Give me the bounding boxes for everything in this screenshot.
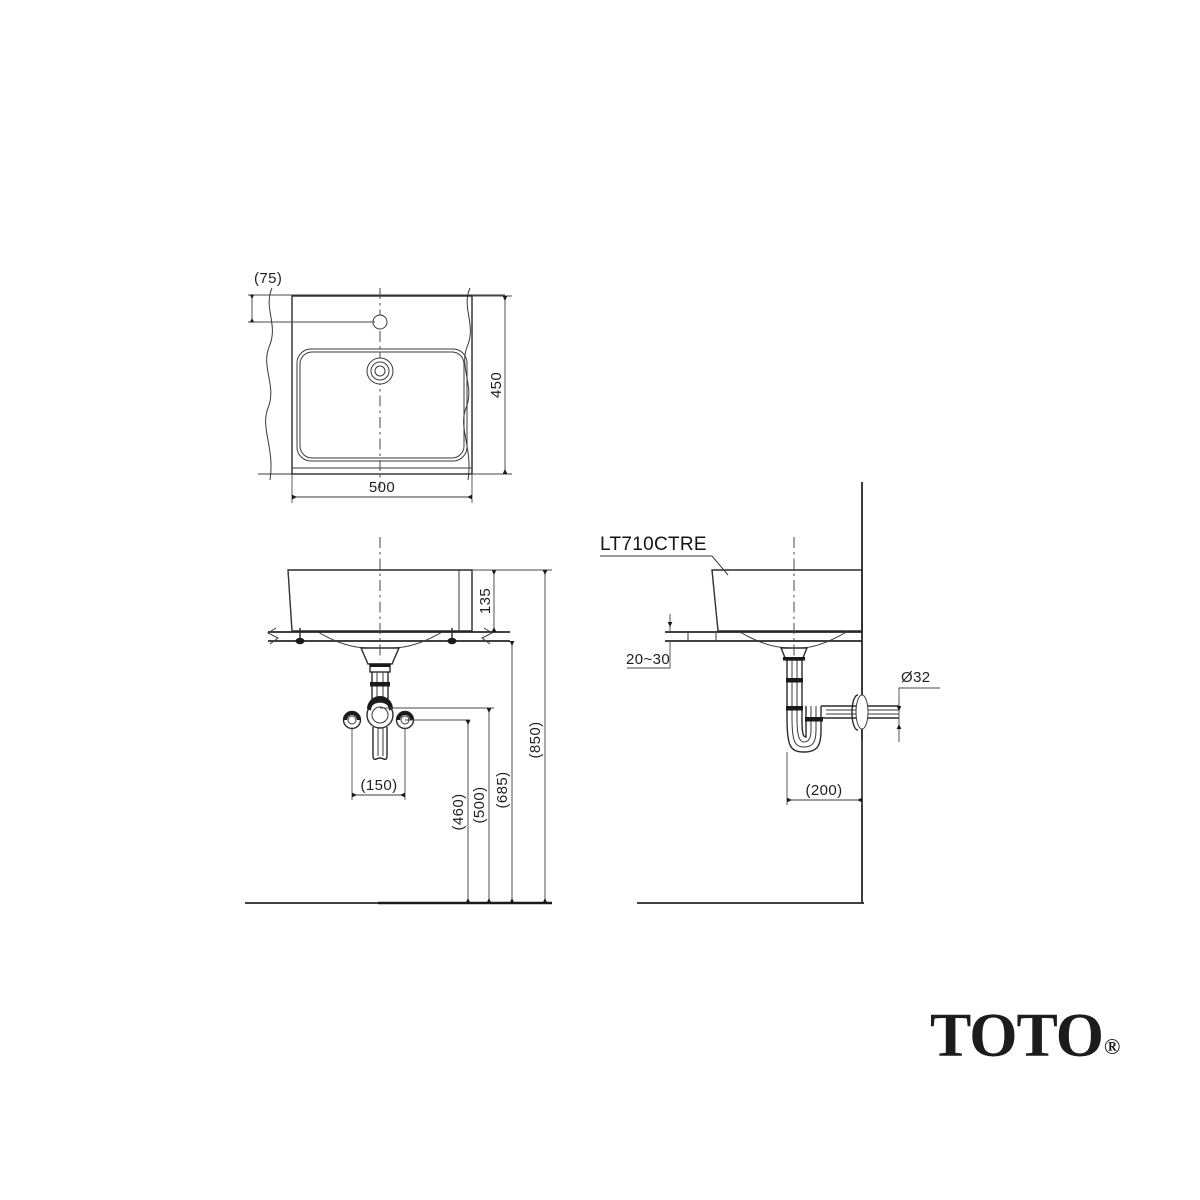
front-sink-body-outline — [287, 569, 473, 632]
dim200-arrow-left — [787, 797, 792, 803]
product-model-label: LT710CTRE — [600, 534, 707, 555]
brand-title-block: TOTO® — [930, 1005, 1120, 1085]
side-drain-coupling-1 — [786, 678, 803, 683]
dim-waste-diameter-label: Ø32 — [901, 669, 931, 686]
side-ptrap-outer — [786, 706, 822, 753]
dim460-arrow-top — [465, 720, 471, 725]
side-ptrap-mid-1 — [791, 706, 817, 748]
front-supply-valve-left-band — [343, 711, 361, 720]
dim135-arrow-top — [491, 570, 497, 575]
dim150-arrow-left — [352, 792, 357, 798]
break-line-left — [265, 287, 273, 481]
dim500-arrow-right — [467, 494, 472, 500]
dim32-arrow-down — [896, 724, 902, 729]
side-drain-funnel-band — [783, 657, 805, 661]
dim200-arrow-right — [857, 797, 862, 803]
dim-supply-valve-height-label: (460) — [450, 793, 467, 830]
dim450-arrow-top — [502, 296, 508, 301]
dim500b-arrow-top — [486, 708, 492, 713]
sink-deck-outline — [291, 295, 473, 475]
dim-counter-height-label: (685) — [494, 771, 511, 808]
side-sink-body-outline — [711, 569, 863, 632]
side-section-view: LT710CTRE 20~30 Ø32 (200) — [600, 482, 940, 904]
front-drain-coupling-2 — [370, 682, 390, 687]
toto-logo-text: TOTO — [930, 1002, 1104, 1070]
dim32-arrow-up — [896, 706, 902, 711]
side-ptrap-inner — [801, 706, 807, 738]
dim460-arrow-bottom — [465, 898, 471, 903]
side-wall-escutcheon — [851, 694, 859, 731]
front-counter-break-right — [481, 627, 494, 645]
front-trap-joint-band — [367, 696, 393, 711]
side-drain-coupling-2 — [786, 706, 803, 711]
basin-bowl-inner-outline — [299, 351, 465, 459]
dim2030-leader — [627, 641, 671, 669]
toto-logo: TOTO® — [930, 1002, 1120, 1070]
front-mount-bolt-right-head — [447, 637, 457, 645]
dim-basin-height-label: 135 — [477, 588, 494, 614]
registered-trademark-icon: ® — [1103, 1034, 1120, 1059]
dim450-arrow-bottom — [502, 469, 508, 474]
front-trap-joint-inner — [371, 706, 389, 724]
front-section-view: 135 (850) (685) (500) (460) — [245, 537, 552, 905]
top-view: (75) 450 500 — [248, 270, 512, 503]
front-supply-valve-right-band — [396, 711, 414, 720]
front-drain-pipe-end — [372, 755, 388, 760]
dim-top-width-label: 500 — [369, 479, 395, 496]
basin-bowl-outline — [296, 348, 468, 462]
dim850-arrow-top — [542, 570, 548, 575]
front-counter-break-left — [266, 627, 279, 645]
front-drain-pipe-lower — [372, 727, 388, 756]
dim2030-arrow-down — [667, 622, 673, 627]
dim-supply-spacing-label: (150) — [360, 777, 397, 794]
dim-rim-height-label: (850) — [527, 721, 544, 758]
side-ptrap-mid-2 — [796, 706, 812, 743]
side-sink-left-taper — [711, 569, 719, 632]
dim-counter-thickness-label: 20~30 — [626, 651, 670, 668]
dim685-arrow-top — [509, 641, 515, 646]
front-drain-pipe-lower-inner — [377, 727, 384, 756]
front-supply-valve-left-inner — [347, 715, 357, 725]
dim-top-offset-label: (75) — [254, 270, 282, 287]
faucet-hole — [372, 314, 388, 330]
dim-trap-height-label: (500) — [471, 786, 488, 823]
dim-top-depth-label: 450 — [488, 372, 505, 398]
dim500-arrow-left — [292, 494, 297, 500]
drain-hole-inner — [374, 365, 386, 377]
dim685-arrow-bottom — [509, 898, 515, 903]
front-sink-left-taper — [287, 569, 293, 632]
dim-trap-offset-label: (200) — [805, 782, 842, 799]
dim75-arrow-top — [249, 294, 255, 299]
side-wall-flange — [855, 694, 869, 730]
side-ptrap-coupling — [805, 717, 823, 722]
front-trap-joint-outer — [366, 701, 394, 729]
front-mount-bolt-left-head — [295, 637, 305, 645]
dim32-leader — [898, 687, 940, 700]
model-label-leader — [600, 555, 729, 576]
dim135-arrow-bottom — [491, 627, 497, 632]
dim500b-arrow-bottom — [486, 898, 492, 903]
front-drain-funnel — [359, 647, 401, 665]
dim150-arrow-right — [400, 792, 405, 798]
front-drain-coupling-1-band — [370, 664, 390, 667]
dim850-arrow-bottom — [542, 898, 548, 903]
dim75-arrow-bottom — [249, 318, 255, 323]
